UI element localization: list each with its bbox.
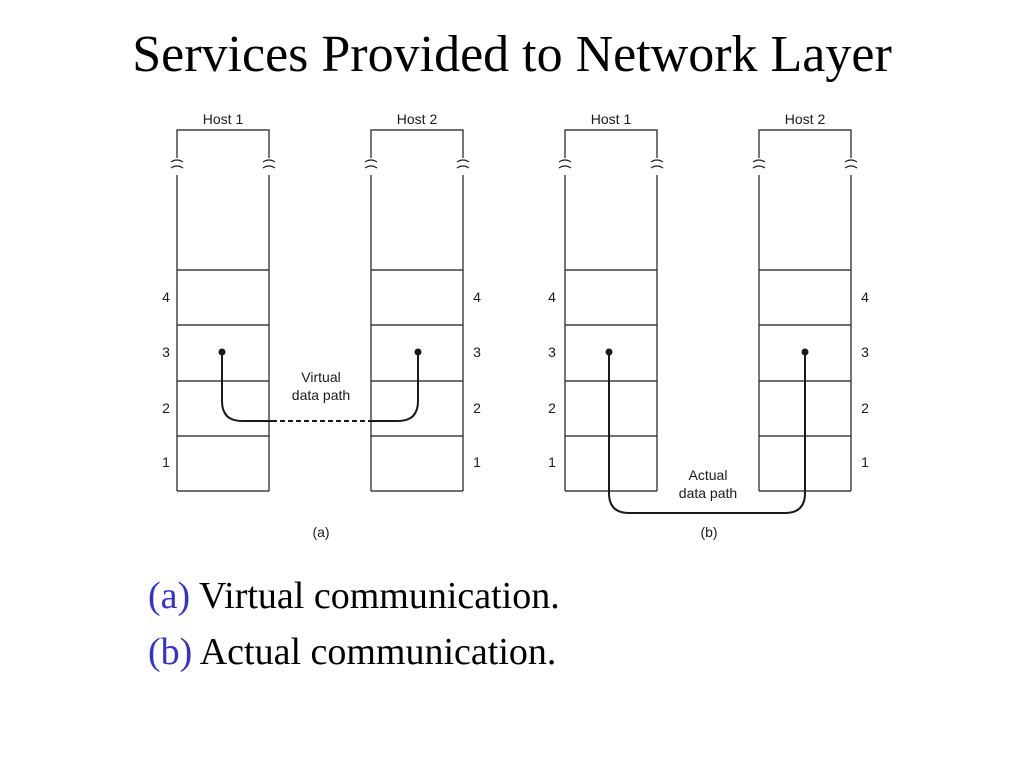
layer-number: 2 [861, 400, 869, 416]
break-mark-icon [844, 159, 858, 169]
break-mark-icon [650, 159, 664, 169]
layer-number: 1 [162, 454, 170, 470]
caption-a-tag: (a) [148, 575, 191, 617]
endpoint-dot [414, 348, 422, 356]
caption-b-tag: (b) [148, 631, 193, 673]
break-mark-icon [456, 159, 470, 169]
break-mark-icon [752, 159, 766, 169]
endpoint-dot [605, 348, 613, 356]
panel-a-host2-stack [364, 129, 470, 492]
layer-number: 3 [861, 344, 869, 360]
layer-number: 4 [162, 289, 170, 305]
actual-path-label: data path [679, 485, 737, 501]
panel-b-sublabel: (b) [700, 524, 717, 540]
break-mark-icon [364, 159, 378, 169]
layer-number: 2 [162, 400, 170, 416]
slide-title: Services Provided to Network Layer [132, 26, 892, 83]
layer-number: 3 [162, 344, 170, 360]
layer-number: 2 [548, 400, 556, 416]
endpoint-dot [218, 348, 226, 356]
layer-number: 3 [473, 344, 481, 360]
layer-number: 4 [861, 289, 869, 305]
break-mark-icon [170, 159, 184, 169]
host-label: Host 2 [397, 111, 438, 127]
panel-b-host1-stack [558, 129, 664, 492]
actual-data-path [608, 352, 806, 514]
caption-b: (b) Actual communication. [148, 630, 556, 674]
panel-a [170, 129, 470, 492]
endpoint-dot [801, 348, 809, 356]
actual-path-label: Actual [689, 467, 728, 483]
virtual-path-label: Virtual [301, 369, 340, 385]
virtual-data-path [221, 352, 419, 422]
panel-b-host2-stack [752, 129, 858, 492]
break-mark-icon [558, 159, 572, 169]
layer-number: 3 [548, 344, 556, 360]
panel-a-host1-stack [170, 129, 276, 492]
break-mark-icon [262, 159, 276, 169]
layer-number: 1 [548, 454, 556, 470]
layer-number: 2 [473, 400, 481, 416]
panel-a-sublabel: (a) [312, 524, 329, 540]
layer-number: 1 [861, 454, 869, 470]
layer-number: 4 [548, 289, 556, 305]
host-label: Host 2 [785, 111, 826, 127]
host-label: Host 1 [203, 111, 244, 127]
panel-b [558, 129, 858, 514]
caption-b-text: Actual communication. [192, 631, 557, 673]
caption-a: (a) Virtual communication. [148, 574, 560, 618]
host-label: Host 1 [591, 111, 632, 127]
virtual-path-label: data path [292, 387, 350, 403]
caption-a-text: Virtual communication. [190, 575, 560, 617]
layer-number: 4 [473, 289, 481, 305]
layer-number: 1 [473, 454, 481, 470]
